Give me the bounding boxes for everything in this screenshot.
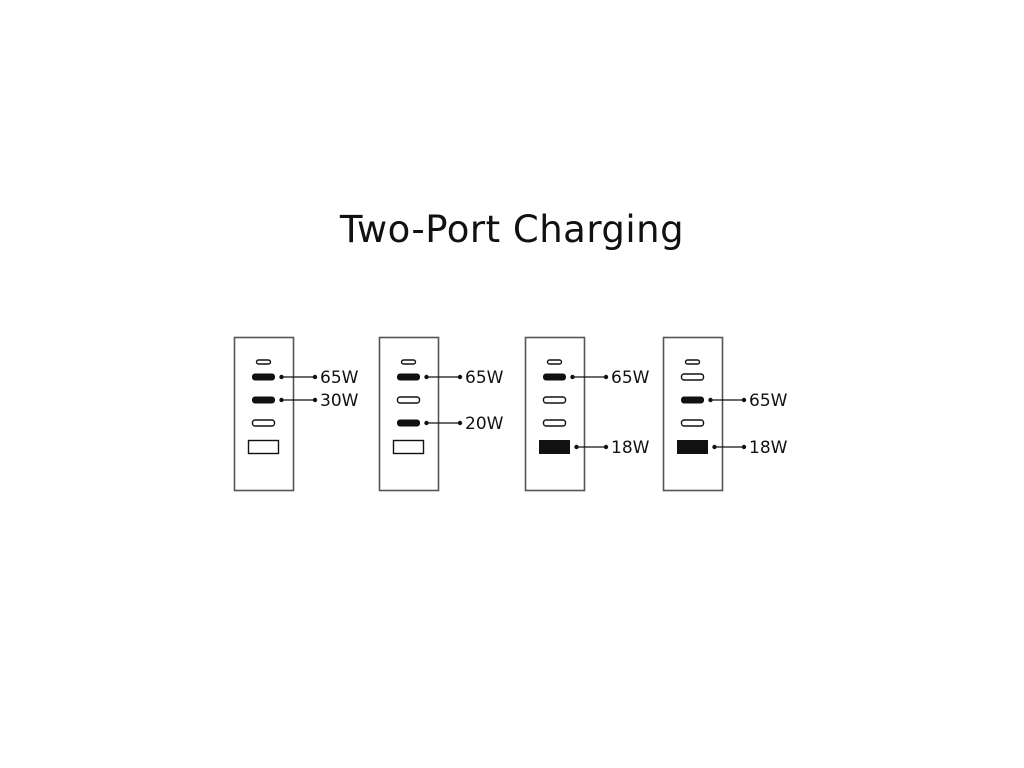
usb-c-port (546, 359, 563, 365)
usb-c-port (251, 419, 276, 427)
callout-dot (312, 397, 318, 403)
usb-a-port (677, 440, 708, 454)
usb-c-port (680, 419, 705, 427)
callout-dot (708, 397, 713, 403)
power-label: 65W (611, 368, 650, 388)
page-title: Two-Port Charging (339, 208, 685, 251)
callout-dot (457, 374, 463, 380)
usb-a-port (539, 440, 570, 454)
power-label: 20W (465, 414, 504, 434)
callout-dot (457, 420, 463, 426)
usb-c-port (542, 396, 567, 404)
usb-c-port (684, 359, 701, 365)
callout-dot (279, 397, 284, 403)
power-label: 30W (320, 391, 359, 411)
callout-dot (603, 374, 609, 380)
usb-c-port (543, 373, 566, 381)
callout-dot (741, 444, 747, 450)
callout-dot (570, 374, 575, 380)
callout-dot (574, 444, 579, 450)
callout-dot (312, 374, 318, 380)
power-label: 18W (749, 438, 788, 458)
charger-body (378, 336, 440, 492)
power-label: 65W (320, 368, 359, 388)
usb-c-port (681, 396, 704, 404)
callout-dot (741, 397, 747, 403)
usb-c-port (397, 419, 420, 427)
usb-c-port (396, 396, 421, 404)
callout-dot (424, 420, 429, 426)
usb-c-port (252, 373, 275, 381)
power-label: 65W (465, 368, 504, 388)
usb-a-port (392, 439, 425, 455)
callout-dot (424, 374, 429, 380)
usb-c-port (680, 373, 705, 381)
usb-c-port (255, 359, 272, 365)
usb-a-port (247, 439, 280, 455)
callout-dot (712, 444, 717, 450)
power-label: 65W (749, 391, 788, 411)
callout-dot (279, 374, 284, 380)
usb-c-port (400, 359, 417, 365)
usb-c-port (252, 396, 275, 404)
usb-c-port (397, 373, 420, 381)
usb-c-port (542, 419, 567, 427)
power-label: 18W (611, 438, 650, 458)
callout-dot (603, 444, 609, 450)
